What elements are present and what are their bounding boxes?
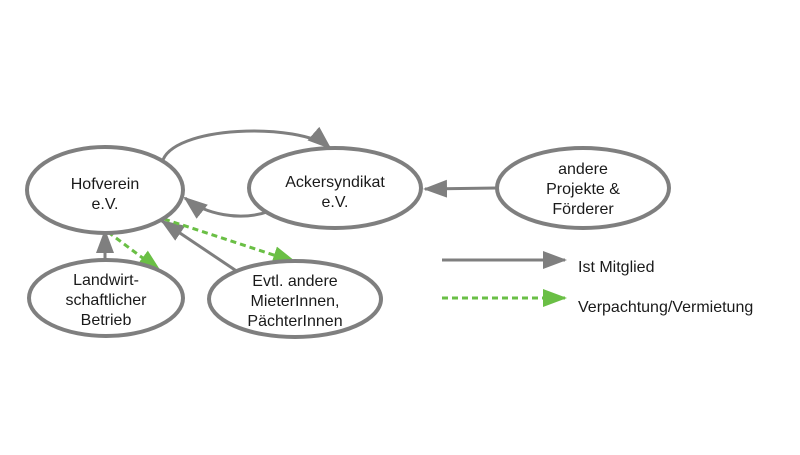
edge-lease-hofverein-to-betrieb	[107, 230, 162, 273]
node-hofverein-line-1: Hofverein	[71, 176, 139, 193]
legend: Ist Mitglied Verpachtung/Vermietung	[442, 251, 753, 316]
node-andere-projekte-line-2: Projekte &	[546, 181, 620, 198]
node-mieter-line-3: PächterInnen	[247, 313, 342, 330]
node-betrieb-line-3: Betrieb	[81, 312, 132, 329]
node-ackersyndikat-line-2: e.V.	[322, 194, 349, 211]
node-hofverein: Hofverein e.V.	[25, 145, 185, 235]
node-mieter-line-2: MieterInnen,	[251, 293, 340, 310]
edge-lease-hofverein-to-mieter	[163, 217, 297, 264]
node-mieter-paechter: Evtl. andere MieterInnen, PächterInnen	[207, 259, 383, 339]
node-betrieb-line-2: schaftlicher	[66, 292, 148, 309]
edge-andere-projekte-to-ackersyndikat	[423, 179, 498, 198]
legend-lease-label: Verpachtung/Vermietung	[578, 299, 753, 316]
node-andere-projekte: andere Projekte & Förderer	[495, 146, 671, 230]
node-mieter-line-1: Evtl. andere	[252, 273, 337, 290]
edge-hofverein-to-ackersyndikat	[160, 126, 332, 164]
node-andere-projekte-line-3: Förderer	[552, 201, 614, 218]
node-ackersyndikat-line-1: Ackersyndikat	[285, 174, 385, 191]
node-hofverein-line-2: e.V.	[92, 196, 119, 213]
node-landwirtschaftlicher-betrieb: Landwirt- schaftlicher Betrieb	[27, 258, 185, 338]
node-ackersyndikat: Ackersyndikat e.V.	[247, 146, 423, 230]
node-andere-projekte-line-1: andere	[558, 161, 608, 178]
legend-member-label: Ist Mitglied	[578, 259, 654, 276]
node-betrieb-line-1: Landwirt-	[73, 272, 139, 289]
edge-ackersyndikat-to-hofverein	[183, 196, 271, 219]
edge-mieter-to-hofverein	[160, 219, 239, 274]
